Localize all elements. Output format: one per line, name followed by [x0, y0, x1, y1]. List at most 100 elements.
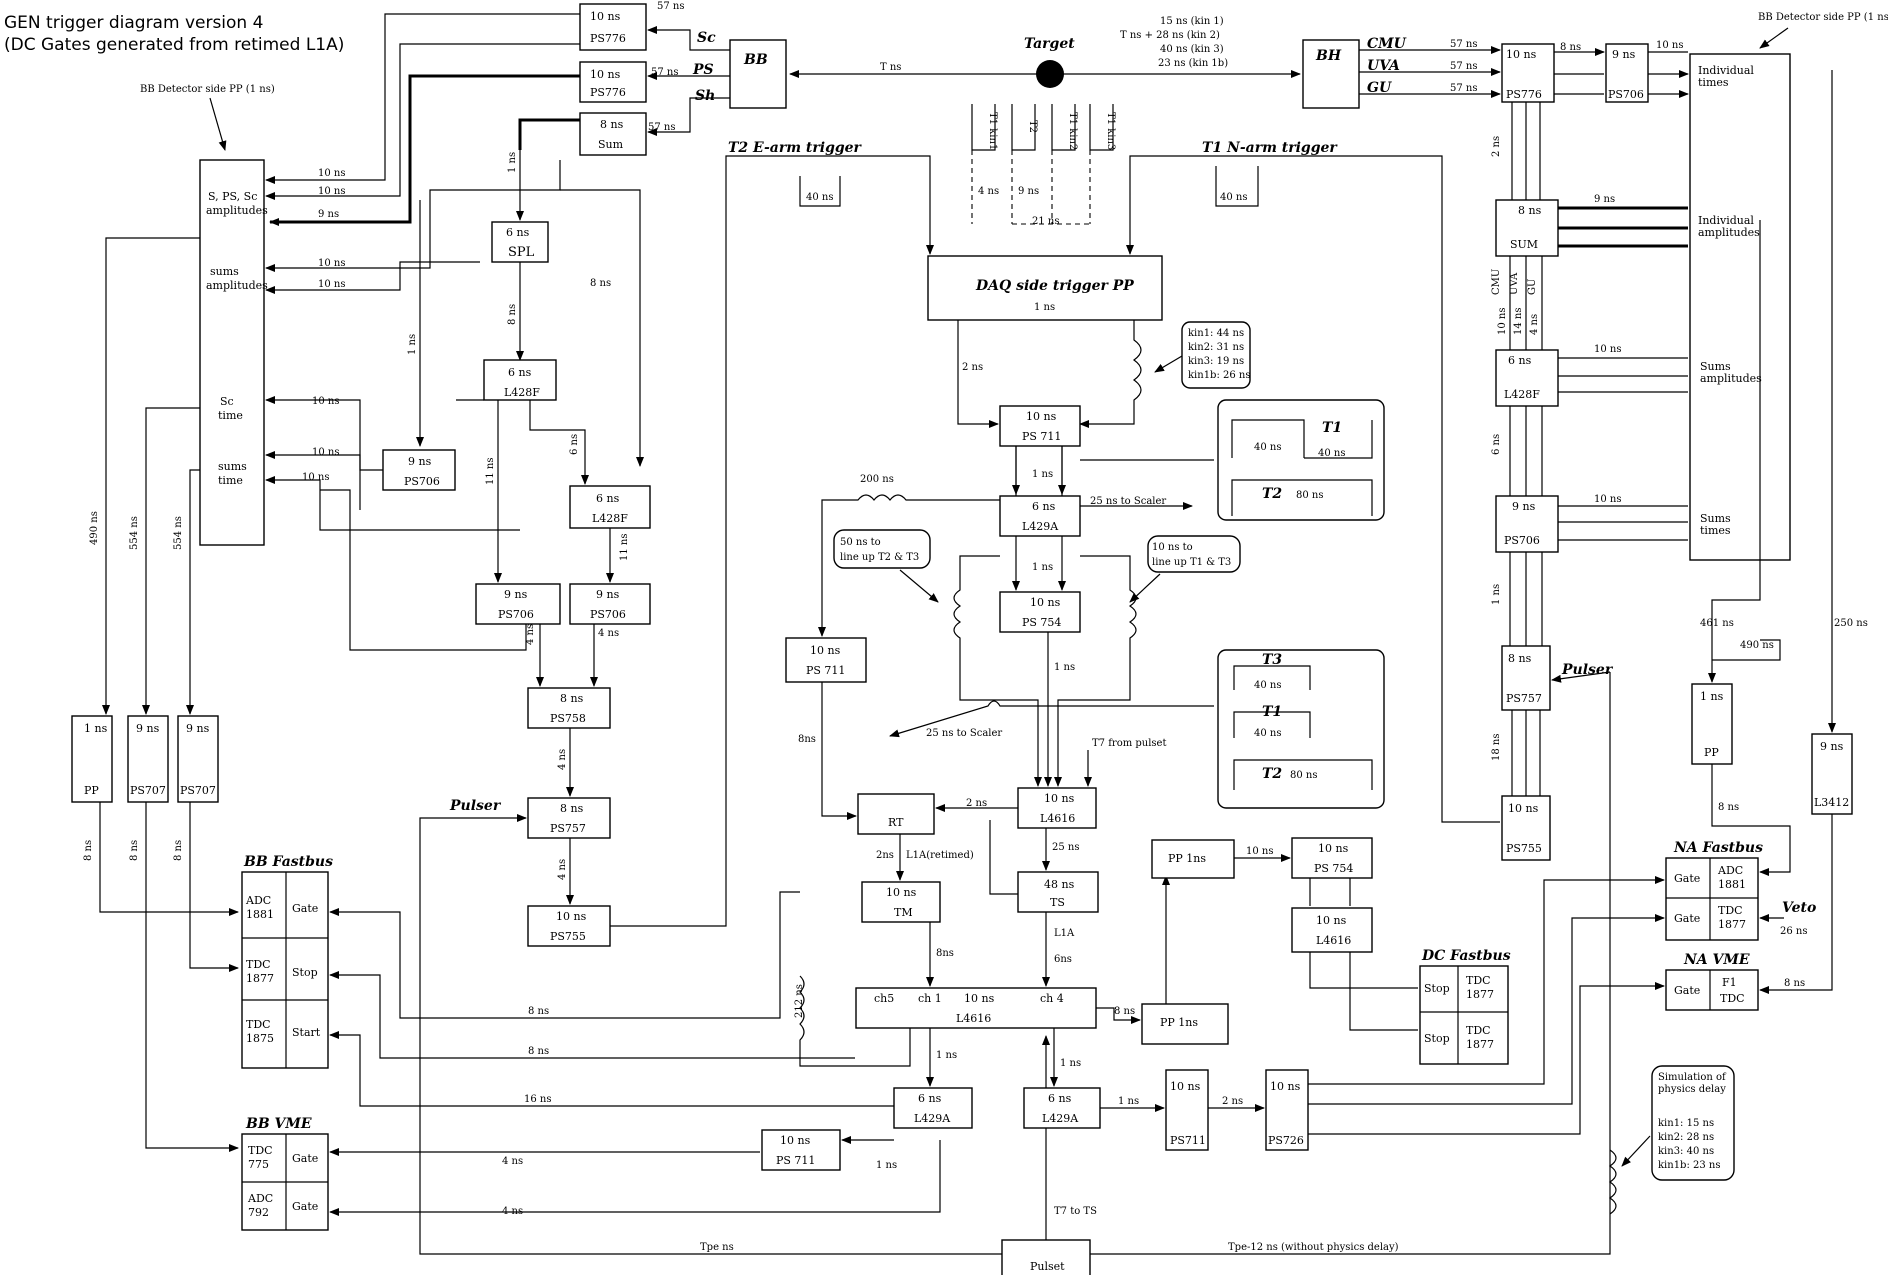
ps776-b-box — [579, 61, 647, 103]
bb-pp-pointer — [209, 97, 227, 151]
ps754-b-name: PS 754 — [1314, 862, 1353, 875]
t2b-pulse — [1233, 759, 1373, 790]
l4616-b-name: L4616 — [956, 1012, 991, 1025]
d16: 16 ns — [524, 1094, 551, 1105]
wire-vme-gate2 — [329, 1140, 941, 1216]
bbfb-tdc1: TDC — [246, 958, 271, 971]
spl-name: SPL — [508, 245, 535, 260]
wire-l429a-coil-left — [953, 555, 1042, 787]
t7-pulset-label: T7 from pulset — [1092, 738, 1166, 749]
spl-delay: 6 ns — [506, 226, 530, 239]
kin-dashes — [971, 150, 1091, 224]
ps776-b-name: PS776 — [590, 86, 626, 99]
pp1-box — [71, 715, 113, 803]
d10f: 10 ns — [312, 447, 339, 458]
l428f-a-delay: 6 ns — [508, 366, 532, 379]
ps-label: PS — [692, 62, 714, 78]
wire-tm-adc — [329, 891, 800, 1019]
navme-gate: Gate — [1674, 984, 1700, 997]
t1box-40: 40 ns — [1254, 442, 1281, 453]
l4616-c-name: L4616 — [1316, 934, 1351, 947]
lineup2-l2: line up T1 & T3 — [1152, 557, 1231, 568]
wire-l4616b-pp — [1096, 1007, 1141, 1024]
na-in3-l1: Sums — [1700, 360, 1731, 373]
diagram-title-line1: GEN trigger diagram version 4 — [4, 13, 263, 33]
wire-sums-time-2 — [265, 476, 520, 531]
t2-pulse — [1231, 479, 1373, 516]
d10c: 10 ns — [318, 258, 345, 269]
t1-timing-box — [1217, 399, 1385, 521]
na-fastbus-grid — [1666, 858, 1758, 940]
kin-t1k2 — [1051, 104, 1076, 151]
bbvme-tdc1: TDC — [248, 1144, 273, 1157]
wire-ps706a-sctime — [265, 396, 383, 471]
t3box-80: 80 ns — [1290, 770, 1317, 781]
wire-sum-na-amps — [1558, 206, 1688, 248]
ts-name: TS — [1050, 896, 1065, 909]
ts-box — [1017, 871, 1099, 913]
bb-in2-l2: amplitudes — [206, 279, 268, 292]
tm-delay: 10 ns — [886, 886, 917, 899]
dcfb-tdc2: TDC — [1466, 1024, 1491, 1037]
d10ns-g: 10 ns — [302, 472, 329, 483]
d25: 25 ns — [1052, 842, 1079, 853]
ps711-d-box — [1165, 1069, 1209, 1151]
kin-delay-2: T ns + 28 ns (kin 2) — [1120, 30, 1220, 41]
bbfb-adc2: 1881 — [246, 908, 274, 921]
d2r: 2 ns — [1491, 136, 1502, 157]
d1ns-a: 1 ns — [507, 152, 518, 173]
kin-delay-4: 23 ns (kin 1b) — [1158, 58, 1228, 69]
l4616-a-box — [1017, 787, 1097, 829]
kin-t1k3 — [1089, 104, 1114, 151]
sim-l5: kin3: 40 ns — [1658, 1146, 1714, 1157]
ps706-d-name: PS706 — [1608, 88, 1644, 101]
wire-776-sum — [1511, 102, 1541, 200]
ps711-d-delay: 10 ns — [1170, 1080, 1201, 1093]
veto-delay: 26 ns — [1780, 926, 1807, 937]
ps758-delay: 8 ns — [560, 692, 584, 705]
d1ns-d: 1 ns — [1032, 562, 1053, 573]
dc-fastbus-label: DC Fastbus — [1421, 948, 1511, 964]
bb-vme-label: BB VME — [245, 1116, 312, 1132]
ps757-b-name: PS757 — [1506, 692, 1542, 705]
pulset-label: Pulset — [1030, 1260, 1065, 1273]
t2-box-label: T2 — [1262, 486, 1282, 502]
d554b: 554 ns — [173, 516, 184, 550]
l3412-delay: 9 ns — [1820, 740, 1844, 753]
d14r: 14 ns — [1513, 308, 1524, 335]
bb-fastbus-label: BB Fastbus — [243, 854, 333, 870]
l4616-b-ch1: ch 1 — [918, 992, 942, 1005]
wire-ps726-vme — [1308, 982, 1665, 1135]
d10r-v: 10 ns — [1497, 308, 1508, 335]
bh-label: BH — [1315, 48, 1342, 64]
sim-l6: kin1b: 23 ns — [1658, 1160, 1721, 1171]
lineup1-box — [833, 529, 931, 569]
ps754-a-delay: 10 ns — [1030, 596, 1061, 609]
bb-in4-l1: sums — [218, 460, 247, 473]
ps757-a-box — [527, 797, 611, 839]
l429a-a-name: L429A — [1022, 520, 1059, 533]
ps711-b-delay: 10 ns — [810, 644, 841, 657]
wire-sc — [647, 26, 730, 51]
l429a-c-box — [1023, 1087, 1101, 1129]
dcfb-stop2: Stop — [1424, 1032, 1450, 1045]
bb-detector-pp-right: BB Detector side PP (1 ns) — [1758, 12, 1888, 23]
l428f-c-name: L428F — [1504, 388, 1540, 401]
rt-name: RT — [888, 816, 904, 829]
d8na2: 8 ns — [1784, 978, 1805, 989]
d10r2: 10 ns — [1594, 344, 1621, 355]
ps757-a-delay: 8 ns — [560, 802, 584, 815]
wire-l428f-na — [1558, 357, 1688, 393]
wire-pp2-na — [1711, 764, 1791, 876]
l4616-c-box — [1291, 907, 1373, 953]
sim-physics-box — [1651, 1065, 1735, 1181]
d8ns-a: 8 ns — [507, 304, 518, 325]
sum-a-name: Sum — [598, 138, 624, 151]
kin-lbl-1: T1 kin1 — [987, 112, 998, 150]
ps755-b-box — [1501, 795, 1551, 861]
d11a: 11 ns — [485, 458, 496, 485]
d57f: 57 ns — [1450, 83, 1477, 94]
t1-narm-label: T1 N-arm trigger — [1202, 140, 1338, 156]
dcfb-stop1: Stop — [1424, 982, 1450, 995]
bbvme-tdc2: 775 — [248, 1158, 269, 1171]
